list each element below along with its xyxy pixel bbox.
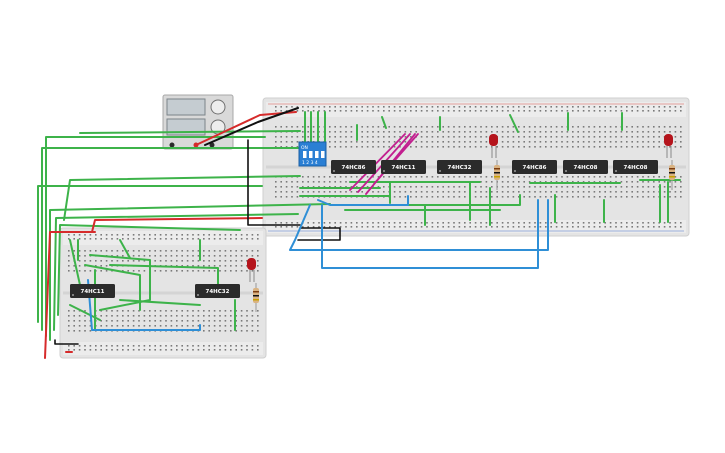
dip-numbers: 1 2 3 4 [302, 160, 318, 166]
chip-main-6: 74HC08 [613, 160, 658, 174]
resistor-small [253, 283, 259, 312]
wire-black [54, 339, 79, 345]
wire-green [45, 136, 266, 337]
power-supply[interactable] [162, 94, 234, 150]
wire-green [89, 254, 151, 311]
wire-blue [321, 199, 539, 269]
chip-main-2: 74HC11 [381, 160, 426, 174]
wire-green [119, 299, 201, 306]
wire-green [69, 304, 101, 321]
chip-main-1-label: 74HC86 [342, 165, 366, 171]
chip-main-5-label: 74HC08 [574, 165, 598, 171]
wire-green [49, 203, 331, 341]
chip-main-4: 74HC86 [512, 160, 557, 174]
dip-on-label: ON [301, 145, 308, 151]
wire-magenta [373, 133, 419, 185]
wire-red [44, 231, 96, 359]
chips-main: 74HC86 74HC11 74HC32 74HC86 74HC08 74HC08 [331, 160, 658, 174]
wire-green [63, 175, 301, 221]
chip-main-5: 74HC08 [563, 160, 608, 174]
wire-blue [87, 279, 201, 331]
chip-main-3-label: 74HC32 [448, 165, 472, 171]
wire-blue [289, 199, 549, 251]
wire-green [41, 147, 299, 331]
wire-green [119, 239, 131, 259]
wire-green [37, 185, 263, 323]
dip-switch[interactable]: ON 1 2 3 4 [298, 141, 327, 167]
resistor-main-1 [494, 160, 500, 190]
chip-main-2-label: 74HC11 [392, 165, 416, 171]
wire-green [53, 213, 299, 331]
wire-green [79, 130, 301, 134]
wire-red [91, 217, 263, 233]
chip-small-2-label: 74HC32 [206, 289, 230, 295]
wire-green [69, 239, 81, 286]
led-main-1 [489, 134, 498, 158]
wire-blue [317, 195, 409, 206]
wire-black [204, 107, 299, 146]
chip-main-1: 74HC86 [331, 160, 376, 174]
wire-black [247, 139, 301, 226]
chips-small: 74HC11 74HC32 [70, 284, 240, 298]
resistor-main-2 [669, 160, 675, 190]
chip-small-1-label: 74HC11 [81, 289, 105, 295]
wire-green [109, 264, 219, 286]
chip-main-4-label: 74HC86 [523, 165, 547, 171]
wire-green [509, 114, 519, 133]
chip-main-6-label: 74HC08 [624, 165, 648, 171]
wires [37, 107, 681, 359]
wire-green [381, 116, 387, 129]
wire-magenta [349, 133, 406, 191]
wire-black [297, 227, 341, 241]
wire-green [57, 224, 241, 316]
chip-small-2: 74HC32 [195, 284, 240, 298]
led-main-2 [664, 134, 673, 158]
wire-green [84, 264, 141, 311]
chip-small-1: 74HC11 [70, 284, 115, 298]
chip-main-3: 74HC32 [437, 160, 482, 174]
led-small [247, 258, 256, 282]
